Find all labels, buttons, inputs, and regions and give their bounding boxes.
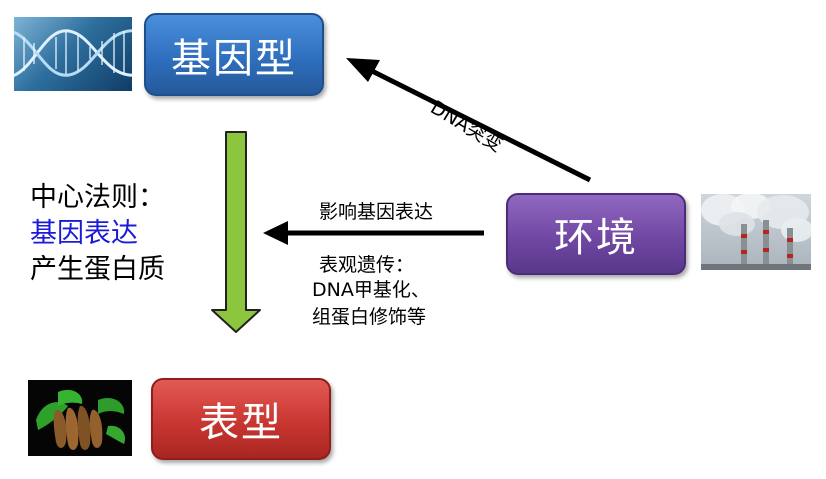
environment-box: 环境 <box>506 193 686 275</box>
central-dogma-label: 中心法则： <box>30 182 165 213</box>
epigenetics-line-1: 表观遗传： <box>319 254 415 276</box>
genotype-label: 基因型 <box>171 35 297 82</box>
gene-expression-text: 基因表达 <box>30 218 138 249</box>
smokestacks-icon <box>701 194 811 270</box>
phenotype-box: 表型 <box>151 378 331 460</box>
epigenetics-line-2: DNA甲基化、 <box>312 279 430 301</box>
epigenetics-line-3: 组蛋白修饰等 <box>312 306 427 328</box>
protein-product-text: 产生蛋白质 <box>30 254 165 285</box>
phenotype-label: 表型 <box>199 400 283 446</box>
dna-helix-icon <box>14 17 132 91</box>
peppers-icon <box>28 380 132 456</box>
environment-label: 环境 <box>554 215 638 261</box>
influence-label: 影响基因表达 <box>319 201 434 223</box>
genotype-box: 基因型 <box>144 13 324 96</box>
